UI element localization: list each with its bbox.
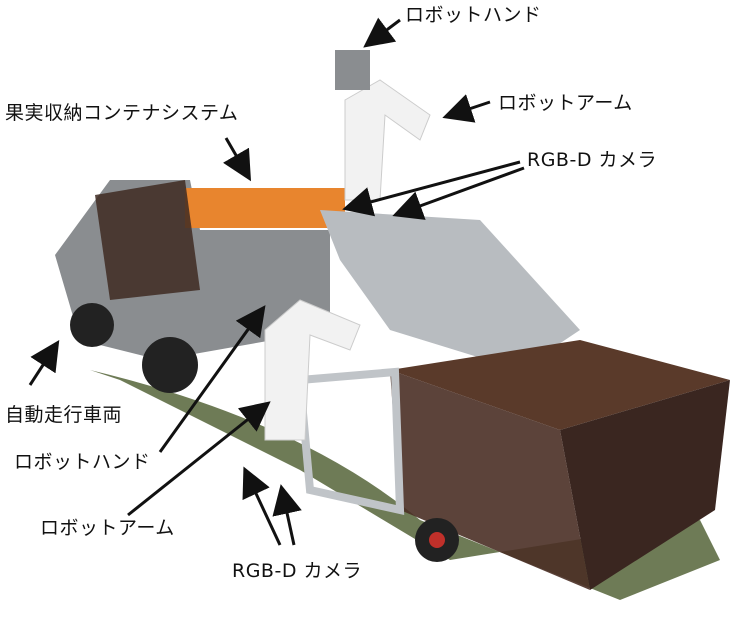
label-container-system: 果実収納コンテナシステム: [5, 102, 239, 124]
camera-frame: [295, 367, 405, 516]
aluminum-frame: [320, 210, 580, 370]
rear-wheel: [70, 303, 114, 347]
label-robot-hand-bottom: ロボットハンド: [14, 451, 151, 473]
label-robot-arm-top: ロボットアーム: [498, 92, 633, 114]
label-rgbd-camera-top: RGB-D カメラ: [527, 149, 657, 171]
front-box-side: [560, 380, 730, 590]
upper-robot-hand: [335, 50, 370, 90]
arrow-vehicle: [28, 339, 60, 386]
arrow-robot-arm-bottom: [127, 401, 271, 517]
lower-robot-hand: [250, 290, 280, 315]
arrow-rgbd-top-1: [342, 160, 521, 217]
label-rgbd-camera-bottom: RGB-D カメラ: [232, 560, 362, 582]
arrow-container: [222, 137, 252, 182]
arrow-robot-arm-top: [442, 94, 491, 123]
arrow-rgbd-top-2: [392, 166, 525, 220]
front-wheel: [142, 337, 198, 393]
upper-robot-arm: [344, 79, 431, 201]
front-box-front: [390, 370, 590, 590]
front-box-top: [390, 340, 730, 430]
lower-robot-arm: [264, 299, 361, 441]
arrow-robot-hand-bottom: [158, 305, 266, 453]
arrow-rgbd-bottom-1: [242, 466, 282, 546]
brown-panel-left: [95, 180, 200, 300]
label-autonomous-vehicle: 自動走行車両: [5, 404, 123, 426]
label-robot-arm-bottom: ロボットアーム: [40, 517, 175, 539]
arrow-robot-hand-top: [363, 17, 401, 48]
container-crates: [185, 188, 345, 228]
arrow-rgbd-bottom-2: [272, 484, 302, 546]
label-robot-hand-top: ロボットハンド: [405, 4, 542, 26]
